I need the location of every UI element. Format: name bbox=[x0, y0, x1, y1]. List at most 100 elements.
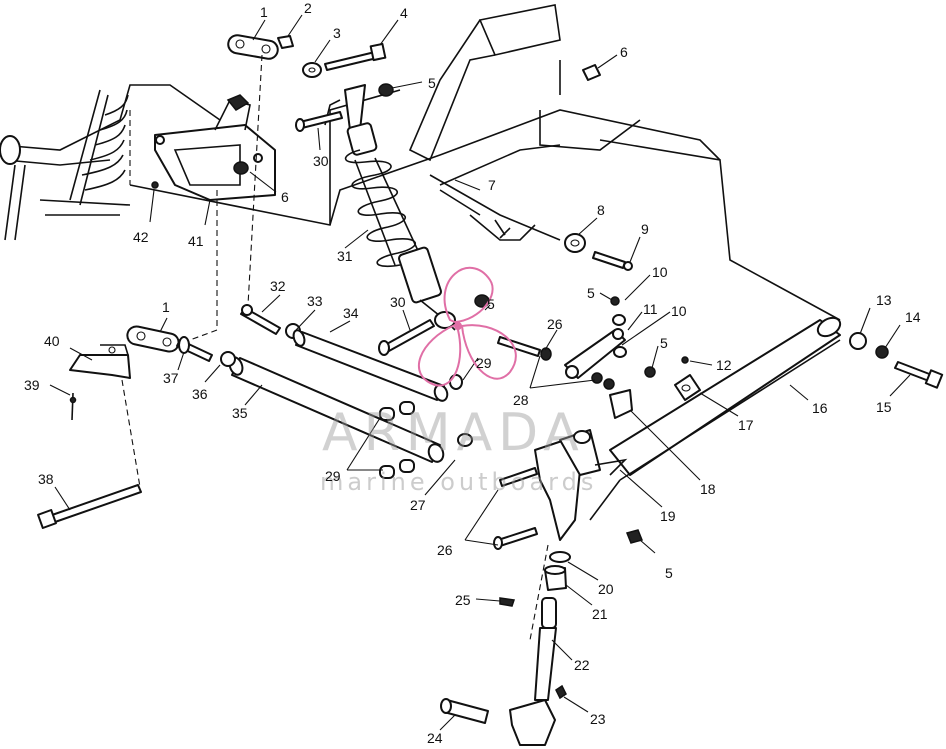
watermark-subtitle: marine outboards bbox=[320, 468, 597, 496]
callout-39: 39 bbox=[24, 377, 40, 393]
screw-39 bbox=[69, 392, 77, 421]
bracket-40 bbox=[69, 344, 131, 379]
bracket-nut bbox=[226, 94, 250, 111]
callout-10-lower: 10 bbox=[671, 303, 687, 319]
callout-29-upper: 29 bbox=[476, 355, 492, 371]
callout-15: 15 bbox=[876, 399, 892, 415]
bolts-26-lower bbox=[493, 467, 538, 550]
plate-17 bbox=[674, 374, 701, 401]
bushing-13 bbox=[849, 332, 867, 350]
nut-6-top bbox=[582, 64, 601, 81]
guide-line-40 bbox=[189, 190, 218, 341]
callout-6-bracket: 6 bbox=[281, 189, 289, 205]
bolt-37 bbox=[176, 336, 213, 362]
callout-26-lower: 26 bbox=[437, 542, 453, 558]
callout-29-lower: 29 bbox=[325, 468, 341, 484]
mounting-bracket bbox=[154, 94, 276, 201]
callout-5-right: 5 bbox=[660, 335, 668, 351]
callout-4: 4 bbox=[400, 5, 408, 21]
callout-37: 37 bbox=[163, 370, 179, 386]
callout-42: 42 bbox=[133, 229, 149, 245]
watermark-logo-icon bbox=[417, 266, 517, 387]
ring-20 bbox=[549, 551, 571, 563]
callout-14: 14 bbox=[905, 309, 921, 325]
watermark: ARMADA marine outboards bbox=[320, 266, 597, 496]
callout-18: 18 bbox=[700, 481, 716, 497]
link-plate-lower bbox=[126, 325, 180, 353]
chassis-frame bbox=[129, 4, 841, 321]
upper-link bbox=[429, 174, 561, 241]
upper-tube bbox=[292, 329, 449, 402]
callout-19: 19 bbox=[660, 508, 676, 524]
callout-16: 16 bbox=[812, 400, 828, 416]
callout-6-top: 6 bbox=[620, 44, 628, 60]
callout-30-top: 30 bbox=[313, 153, 329, 169]
spindle-housing bbox=[534, 429, 628, 541]
bolt-15 bbox=[894, 361, 944, 389]
callout-11: 11 bbox=[643, 301, 658, 317]
callout-32: 32 bbox=[270, 278, 286, 294]
guide-line-1 bbox=[247, 54, 263, 306]
screw-23 bbox=[555, 684, 567, 700]
clip-18 bbox=[609, 389, 633, 419]
bushing-21 bbox=[544, 565, 567, 591]
nut-6-bracket bbox=[233, 161, 249, 175]
callout-23: 23 bbox=[590, 711, 606, 727]
washer-3 bbox=[302, 62, 322, 78]
link-plate-top bbox=[227, 34, 279, 60]
bolt-9 bbox=[592, 251, 633, 271]
left-coil-spring bbox=[39, 89, 131, 216]
nuts-5-link bbox=[603, 296, 656, 390]
callout-7: 7 bbox=[488, 177, 496, 193]
callout-5-shock: 5 bbox=[487, 296, 495, 312]
callout-10-upper: 10 bbox=[652, 264, 668, 280]
guide-line-spindle bbox=[529, 544, 549, 641]
callout-12: 12 bbox=[716, 357, 732, 373]
bolt-30-top bbox=[295, 111, 343, 132]
washer-36 bbox=[220, 351, 236, 367]
callout-1-top: 1 bbox=[260, 4, 268, 20]
callout-3: 3 bbox=[333, 25, 341, 41]
bushing-8 bbox=[564, 233, 586, 253]
callout-labels: 1 2 3 4 5 6 30 6 42 41 31 7 8 9 10 5 11 … bbox=[24, 0, 921, 746]
spindle-22 bbox=[509, 597, 557, 746]
pin-24 bbox=[440, 698, 489, 724]
callout-5-link: 5 bbox=[587, 285, 595, 301]
guide-line-38 bbox=[121, 379, 141, 488]
washer-14 bbox=[875, 345, 889, 359]
link-arm-11 bbox=[564, 328, 626, 379]
callout-34: 34 bbox=[343, 305, 359, 321]
callout-13: 13 bbox=[876, 292, 892, 308]
callout-8: 8 bbox=[597, 202, 605, 218]
callout-26-upper: 26 bbox=[547, 316, 563, 332]
fastener-32 bbox=[240, 304, 281, 335]
long-bolt-38 bbox=[37, 484, 142, 529]
trailing-arm bbox=[589, 316, 842, 521]
callout-40: 40 bbox=[44, 333, 60, 349]
callout-33: 33 bbox=[307, 293, 323, 309]
callout-24: 24 bbox=[427, 730, 443, 746]
callout-9: 9 bbox=[641, 221, 649, 237]
callout-27: 27 bbox=[410, 497, 426, 513]
callout-20: 20 bbox=[598, 581, 614, 597]
pin-12 bbox=[681, 356, 689, 364]
washers-10 bbox=[612, 314, 627, 358]
callout-36: 36 bbox=[192, 386, 208, 402]
callout-31: 31 bbox=[337, 248, 353, 264]
bolt-30-lower bbox=[378, 319, 435, 356]
callout-2: 2 bbox=[304, 0, 312, 16]
leader-lines bbox=[49, 14, 911, 731]
bolt-4 bbox=[324, 42, 387, 71]
callout-41: 41 bbox=[188, 233, 204, 249]
fastener-42 bbox=[151, 181, 159, 189]
callout-30-lower: 30 bbox=[390, 294, 406, 310]
callout-21: 21 bbox=[592, 606, 608, 622]
callout-5-top: 5 bbox=[428, 75, 436, 91]
callout-35: 35 bbox=[232, 405, 248, 421]
watermark-brand: ARMADA bbox=[322, 403, 585, 463]
left-spring-assembly bbox=[0, 84, 221, 241]
callout-38: 38 bbox=[38, 471, 54, 487]
lower-tube bbox=[228, 356, 445, 463]
callout-25: 25 bbox=[455, 592, 471, 608]
